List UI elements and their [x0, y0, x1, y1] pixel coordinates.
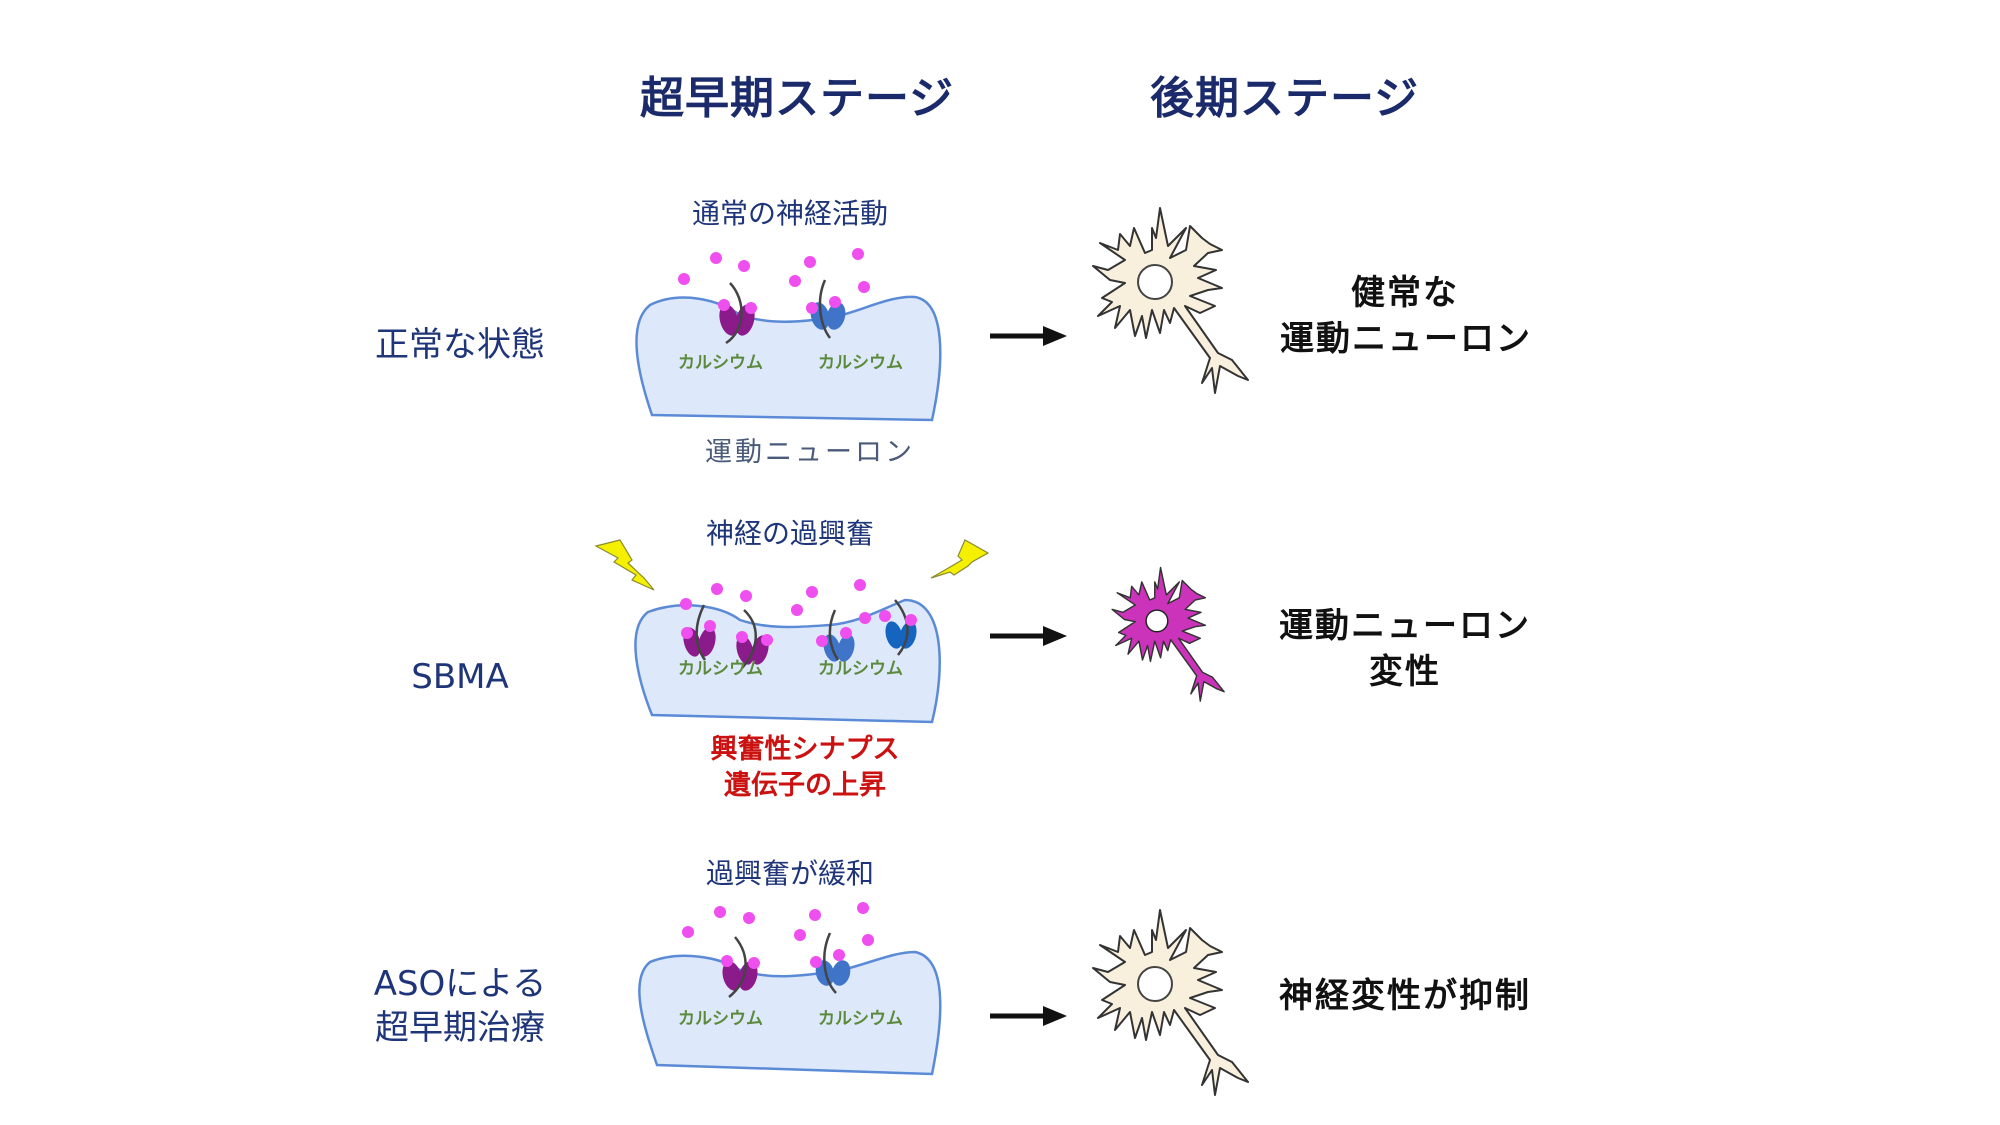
membrane-body: [638, 950, 942, 1076]
right-arrow-icon: [990, 1006, 1067, 1026]
row-label-line: SBMA: [411, 657, 509, 697]
red-caption-line: 遺伝子の上昇: [724, 770, 886, 801]
stage-caption-normal: 通常の神経活動: [691, 197, 888, 230]
lightning-bolt-icon: [930, 539, 990, 579]
neuron-icon: [1092, 207, 1249, 394]
calcium-label: カルシウム: [818, 659, 903, 679]
nucleus: [1145, 609, 1169, 633]
ion-channel-icon: [806, 279, 846, 339]
row-label-normal: 正常な状態: [340, 323, 580, 367]
membrane-panel-aso: カルシウム カルシウム: [638, 902, 942, 1076]
stage-caption-aso: 過興奮が緩和: [705, 857, 874, 890]
calcium-ions: [682, 902, 874, 946]
outcome-line: 運動ニューロン: [1280, 319, 1532, 359]
outcome-line: 神経変性が抑制: [1279, 976, 1531, 1016]
row-label-sbma: SBMA: [340, 655, 580, 699]
row-label-line: 正常な状態: [375, 325, 545, 365]
nucleus: [1137, 966, 1173, 1002]
row-label-line: 超早期治療: [375, 1008, 545, 1048]
calcium-label: カルシウム: [678, 1009, 763, 1029]
outcome-line: 運動ニューロン: [1279, 606, 1531, 646]
neuron-icon: [1111, 566, 1225, 702]
header-early-stage: 超早期ステージ: [640, 73, 955, 124]
calcium-label: カルシウム: [678, 353, 763, 373]
red-caption-line: 興奮性シナプス: [710, 734, 900, 765]
outcome-line: 変性: [1369, 652, 1441, 692]
membrane-body: [635, 295, 942, 422]
ion-channel-icon: [718, 282, 757, 345]
neuron-icon: [1092, 909, 1249, 1096]
calcium-label: カルシウム: [818, 1009, 903, 1029]
calcium-label: カルシウム: [818, 353, 903, 373]
stage-caption-sbma: 神経の過興奮: [705, 517, 874, 550]
row-label-aso: ASOによる 超早期治療: [340, 962, 580, 1050]
ion-channel-icon: [721, 936, 760, 998]
calcium-ions: [680, 579, 871, 624]
header-late-stage: 後期ステージ: [1150, 73, 1420, 124]
ion-channel-icon: [879, 599, 917, 656]
membrane-panel-normal: カルシウム カルシウム: [635, 248, 942, 422]
right-arrow-icon: [990, 326, 1067, 346]
calcium-ions: [678, 248, 870, 293]
row-label-line: ASOによる: [373, 964, 547, 1004]
outcome-normal: 健常な 運動ニューロン: [1280, 270, 1530, 362]
red-caption-sbma: 興奮性シナプス 遺伝子の上昇: [655, 732, 955, 804]
nucleus: [1137, 264, 1173, 300]
outcome-sbma: 運動ニューロン 変性: [1265, 603, 1545, 695]
outcome-line: 健常な: [1351, 273, 1459, 313]
calcium-label: カルシウム: [678, 659, 763, 679]
outcome-aso: 神経変性が抑制: [1265, 973, 1545, 1019]
ion-channel-icon: [810, 932, 851, 994]
ion-channel-icon: [681, 604, 716, 661]
ion-channel-icon: [736, 609, 773, 669]
lightning-bolt-icon: [594, 539, 655, 591]
membrane-caption-normal: 運動ニューロン: [705, 437, 915, 468]
membrane-panel-sbma: カルシウム カルシウム: [594, 539, 990, 724]
right-arrow-icon: [990, 626, 1067, 646]
ion-channel-icon: [816, 609, 855, 662]
